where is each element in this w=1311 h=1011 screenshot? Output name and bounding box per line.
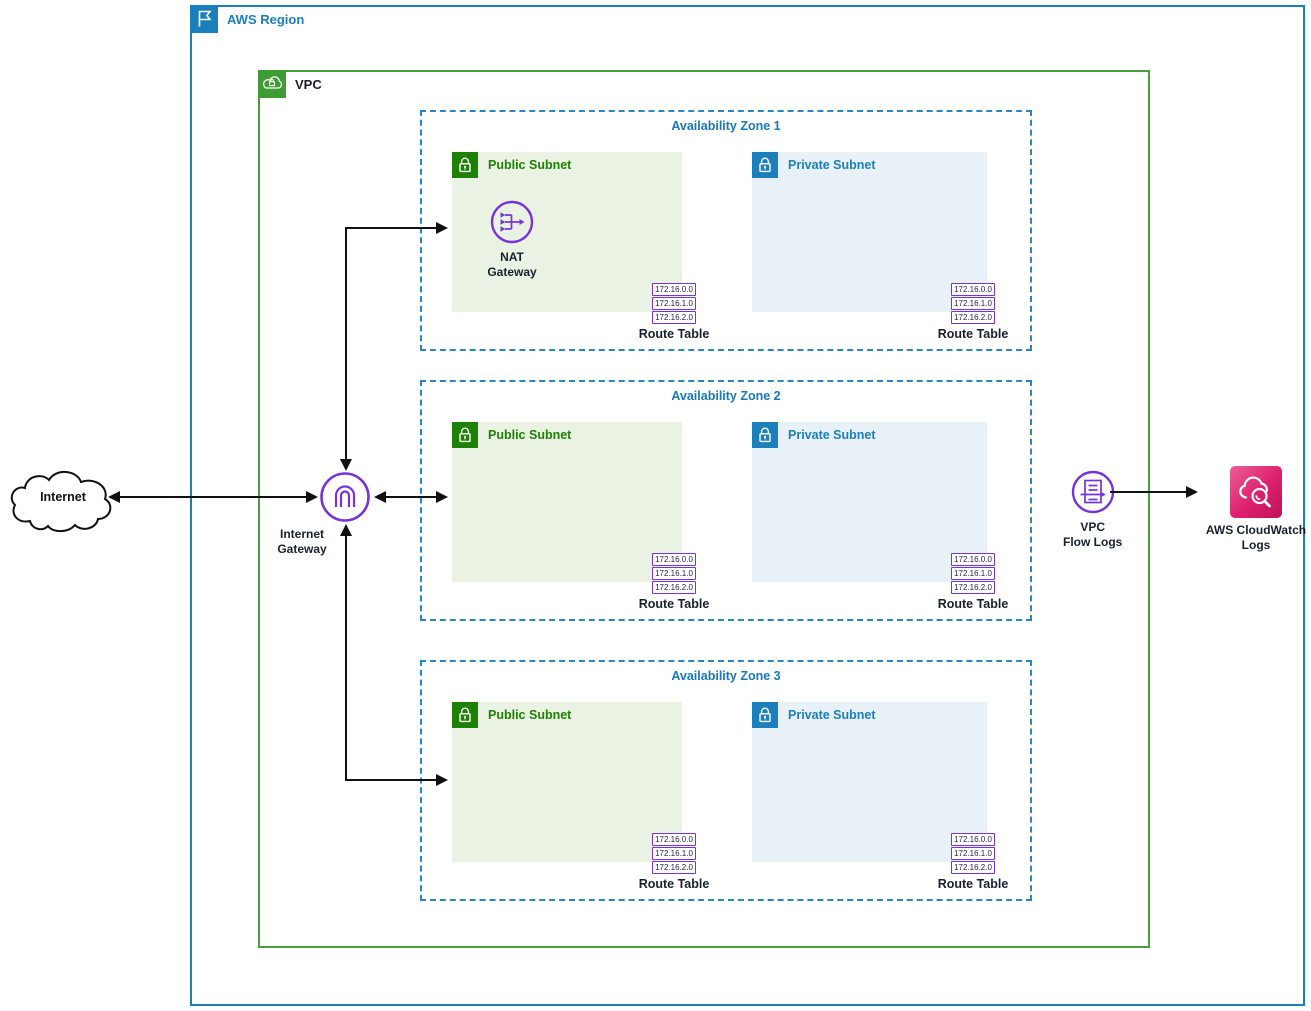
vpc-flow-logs-node: VPC Flow Logs bbox=[1063, 469, 1122, 549]
availability-zone-2: Availability Zone 2 Public Subnet bbox=[420, 380, 1032, 621]
az3-private-route-table: 172.16.0.0 172.16.1.0 172.16.2.0 Route T… bbox=[928, 833, 1018, 891]
private-subnet-lock-icon bbox=[752, 152, 778, 178]
az1-public-subnet: Public Subnet NAT Gateway bbox=[452, 152, 682, 312]
route-entry: 172.16.0.0 bbox=[652, 833, 696, 846]
route-table-label: Route Table bbox=[638, 877, 710, 891]
vpc-tag: VPC bbox=[258, 70, 322, 98]
route-entry: 172.16.0.0 bbox=[951, 833, 995, 846]
az1-public-subnet-label: Public Subnet bbox=[488, 158, 572, 172]
az2-private-route-table: 172.16.0.0 172.16.1.0 172.16.2.0 Route T… bbox=[928, 553, 1018, 611]
cloudwatch-logs-node: AWS CloudWatch Logs bbox=[1196, 466, 1311, 552]
az1-private-subnet-label: Private Subnet bbox=[788, 158, 876, 172]
az1-private-route-table: 172.16.0.0 172.16.1.0 172.16.2.0 Route T… bbox=[928, 283, 1018, 341]
az2-public-subnet-header: Public Subnet bbox=[452, 422, 571, 448]
public-subnet-lock-icon bbox=[452, 152, 478, 178]
route-entry: 172.16.0.0 bbox=[951, 553, 995, 566]
az2-private-subnet: Private Subnet bbox=[752, 422, 987, 582]
internet-label: Internet bbox=[40, 490, 86, 504]
region-label: AWS Region bbox=[227, 11, 305, 27]
vpc-flow-logs-label: VPC Flow Logs bbox=[1063, 520, 1123, 549]
nat-gateway-node: NAT Gateway bbox=[467, 199, 557, 279]
internet-gateway-icon bbox=[320, 472, 370, 522]
aws-region-container: AWS Region bbox=[190, 5, 1305, 1006]
route-entry: 172.16.2.0 bbox=[652, 311, 696, 324]
route-table-label: Route Table bbox=[638, 597, 710, 611]
nat-gateway-icon bbox=[490, 200, 534, 244]
az1-private-subnet-header: Private Subnet bbox=[752, 152, 876, 178]
region-flag-icon bbox=[190, 5, 218, 33]
route-entry: 172.16.1.0 bbox=[951, 847, 995, 860]
internet-cloud: Internet bbox=[6, 458, 120, 538]
route-entry: 172.16.2.0 bbox=[951, 861, 995, 874]
route-entry: 172.16.1.0 bbox=[652, 297, 696, 310]
az2-title: Availability Zone 2 bbox=[671, 389, 781, 403]
az1-public-route-table: 172.16.0.0 172.16.1.0 172.16.2.0 Route T… bbox=[629, 283, 719, 341]
az3-public-subnet-header: Public Subnet bbox=[452, 702, 571, 728]
az3-public-subnet-label: Public Subnet bbox=[488, 708, 572, 722]
availability-zone-1: Availability Zone 1 Public Subnet bbox=[420, 110, 1032, 351]
route-entry: 172.16.0.0 bbox=[652, 283, 696, 296]
internet-gateway-label: Internet Gateway bbox=[277, 527, 327, 556]
route-table-label: Route Table bbox=[638, 327, 710, 341]
az3-public-route-table: 172.16.0.0 172.16.1.0 172.16.2.0 Route T… bbox=[629, 833, 719, 891]
route-entry: 172.16.2.0 bbox=[652, 581, 696, 594]
route-entry: 172.16.2.0 bbox=[652, 861, 696, 874]
route-entry: 172.16.1.0 bbox=[951, 297, 995, 310]
az1-title: Availability Zone 1 bbox=[671, 119, 781, 133]
az2-private-subnet-label: Private Subnet bbox=[788, 428, 876, 442]
route-entry: 172.16.2.0 bbox=[951, 311, 995, 324]
route-entry: 172.16.0.0 bbox=[652, 553, 696, 566]
az1-public-subnet-header: Public Subnet bbox=[452, 152, 571, 178]
cloud-shape-icon bbox=[10, 471, 112, 533]
az2-public-subnet-label: Public Subnet bbox=[488, 428, 572, 442]
az3-private-subnet-label: Private Subnet bbox=[788, 708, 876, 722]
route-entry: 172.16.2.0 bbox=[951, 581, 995, 594]
route-table-label: Route Table bbox=[937, 877, 1009, 891]
az3-public-subnet: Public Subnet bbox=[452, 702, 682, 862]
az2-public-route-table: 172.16.0.0 172.16.1.0 172.16.2.0 Route T… bbox=[629, 553, 719, 611]
az2-public-subnet: Public Subnet bbox=[452, 422, 682, 582]
aws-region-tag: AWS Region bbox=[190, 5, 304, 33]
vpc-label: VPC bbox=[295, 76, 322, 92]
az3-title: Availability Zone 3 bbox=[671, 669, 781, 683]
az2-private-subnet-header: Private Subnet bbox=[752, 422, 876, 448]
az3-private-subnet: Private Subnet bbox=[752, 702, 987, 862]
private-subnet-lock-icon bbox=[752, 702, 778, 728]
vpc-flow-logs-icon bbox=[1071, 470, 1114, 514]
route-entry: 172.16.0.0 bbox=[951, 283, 995, 296]
private-subnet-lock-icon bbox=[752, 422, 778, 448]
availability-zone-3: Availability Zone 3 Public Subnet bbox=[420, 660, 1032, 901]
nat-gateway-label: NAT Gateway bbox=[487, 250, 537, 279]
az3-private-subnet-header: Private Subnet bbox=[752, 702, 876, 728]
route-entry: 172.16.1.0 bbox=[951, 567, 995, 580]
route-table-label: Route Table bbox=[937, 597, 1009, 611]
cloudwatch-logs-label: AWS CloudWatch Logs bbox=[1205, 523, 1307, 552]
vpc-cloud-icon bbox=[258, 70, 286, 98]
route-entry: 172.16.1.0 bbox=[652, 567, 696, 580]
vpc-container: VPC bbox=[258, 70, 1150, 948]
internet-gateway-node bbox=[319, 471, 371, 523]
route-entry: 172.16.1.0 bbox=[652, 847, 696, 860]
az1-private-subnet: Private Subnet bbox=[752, 152, 987, 312]
route-table-label: Route Table bbox=[937, 327, 1009, 341]
cloudwatch-logs-icon bbox=[1230, 466, 1282, 518]
public-subnet-lock-icon bbox=[452, 422, 478, 448]
public-subnet-lock-icon bbox=[452, 702, 478, 728]
